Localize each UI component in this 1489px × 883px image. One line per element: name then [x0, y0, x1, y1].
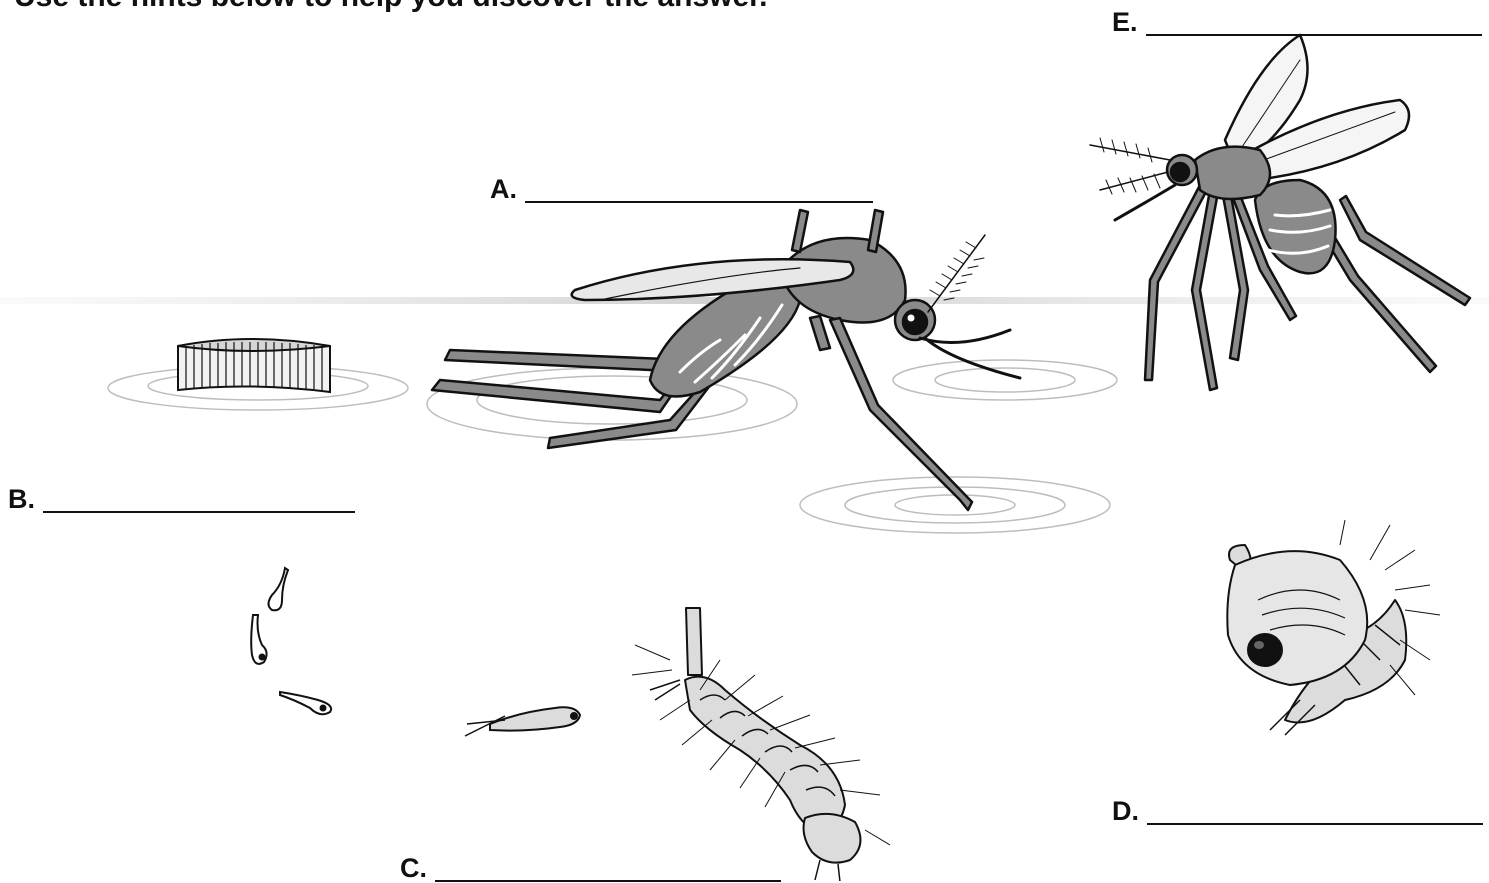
label-d-letter: D. — [1112, 798, 1139, 825]
label-c: C. — [400, 855, 781, 882]
larva-icon — [632, 608, 890, 881]
label-e-letter: E. — [1112, 9, 1138, 36]
answer-blank-d[interactable] — [1147, 799, 1483, 825]
hatchling-larvae-icon — [251, 568, 331, 714]
pupa-icon — [1227, 520, 1440, 735]
answer-blank-b[interactable] — [43, 487, 355, 513]
egg-raft-icon — [178, 339, 330, 392]
label-e: E. — [1112, 9, 1482, 36]
adult-mosquito-flying-icon — [1090, 35, 1470, 390]
answer-blank-e[interactable] — [1146, 10, 1482, 36]
adult-mosquito-laying-eggs-icon — [432, 210, 1020, 510]
label-b-letter: B. — [8, 486, 35, 513]
label-a-letter: A. — [490, 176, 517, 203]
small-larva-icon — [465, 707, 580, 736]
answer-blank-c[interactable] — [435, 856, 781, 882]
label-c-letter: C. — [400, 855, 427, 882]
label-a: A. — [490, 176, 873, 203]
label-b: B. — [8, 486, 355, 513]
label-d: D. — [1112, 798, 1483, 825]
answer-blank-a[interactable] — [525, 177, 873, 203]
